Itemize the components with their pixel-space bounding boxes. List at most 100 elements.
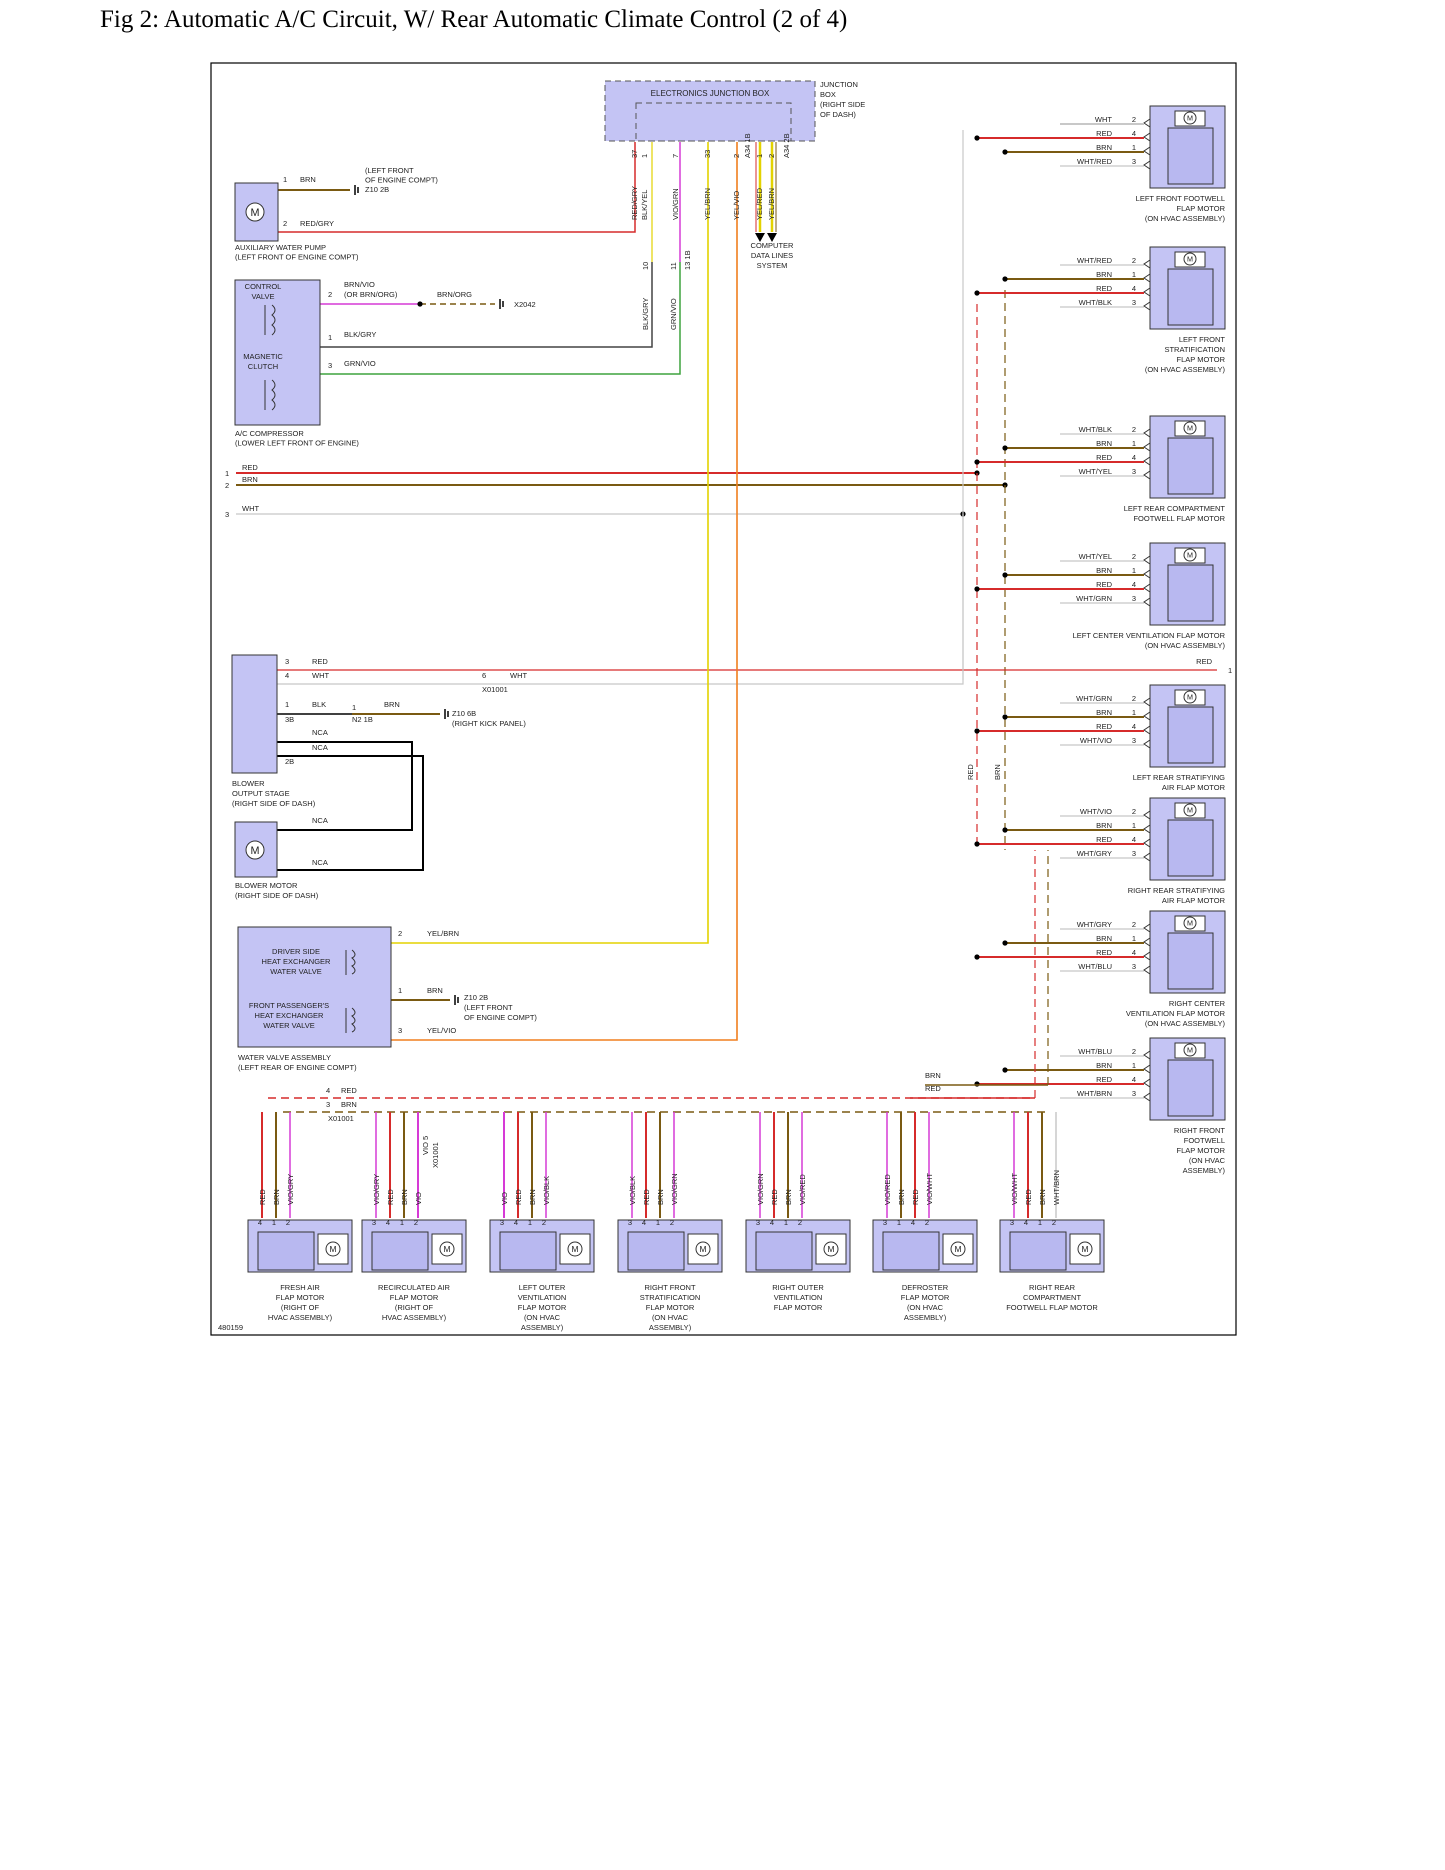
label-text: STRATIFICATION xyxy=(640,1293,701,1302)
right-motor-wire: WHT/GRY xyxy=(1077,920,1112,929)
splice-dot xyxy=(974,841,980,847)
right-motor-wire: BRN xyxy=(1096,708,1112,717)
right-motor-pin: 2 xyxy=(1132,920,1136,929)
bottom-motor-wire: BRN xyxy=(656,1189,665,1205)
right-motor-pin: 3 xyxy=(1132,736,1136,745)
label-text: RIGHT CENTER xyxy=(1169,999,1226,1008)
label-text: WATER VALVE xyxy=(263,1021,314,1030)
motor-symbol: M xyxy=(251,845,260,857)
arrow-icon xyxy=(767,233,777,242)
label-text: (ON HVAC ASSEMBLY) xyxy=(1145,641,1226,650)
pin-chevron xyxy=(1143,470,1151,480)
label-text: (RIGHT SIDE xyxy=(820,100,865,109)
right-motor-pin: 1 xyxy=(1132,708,1136,717)
bottom-motor-wire: VIO xyxy=(414,1192,423,1205)
label-text: HEAT EXCHANGER xyxy=(255,1011,324,1020)
motor-symbol: M xyxy=(1187,1046,1193,1055)
label-text: (ON HVAC xyxy=(524,1313,561,1322)
ejb-pin-label: 2 xyxy=(767,154,776,158)
ejb-pin-label: 2 xyxy=(732,154,741,158)
ejb-pin-label: 1 xyxy=(755,154,764,158)
bottom-motor-pin: 1 xyxy=(272,1218,276,1227)
label-text: GRN/VIO xyxy=(669,298,678,330)
right-motor-wire: RED xyxy=(1096,948,1112,957)
motor-icon xyxy=(1183,548,1197,562)
bottom-motor-pin: 1 xyxy=(1038,1218,1042,1227)
label-text: YEL/VIO xyxy=(427,1026,456,1035)
right-motor-pin: 3 xyxy=(1132,849,1136,858)
label-text: VIO xyxy=(421,1142,430,1155)
right-motor-pin: 1 xyxy=(1132,143,1136,152)
label-text: BRN xyxy=(427,986,443,995)
right-motor-wire: WHT/GRY xyxy=(1077,849,1112,858)
bottom-motor-wire: RED xyxy=(642,1189,651,1205)
label-text: JUNCTION xyxy=(820,80,858,89)
splice-dot xyxy=(1002,445,1008,451)
right-motor-pin: 2 xyxy=(1132,694,1136,703)
flap-motor-body xyxy=(1009,1231,1067,1271)
label-text: 1 xyxy=(285,700,289,709)
wire xyxy=(320,262,653,348)
label-text: BRN/VIO xyxy=(344,280,375,289)
label-text: X01001 xyxy=(328,1114,354,1123)
motor-icon-frame xyxy=(815,1233,847,1265)
label-text: N2 1B xyxy=(352,715,373,724)
bottom-motor-wire: VIO/WHT xyxy=(1010,1173,1019,1205)
motor-icon xyxy=(1183,690,1197,704)
motor-icon xyxy=(1183,111,1197,125)
right-motor-wire: WHT/BLK xyxy=(1079,298,1112,307)
label-text: DEFROSTER xyxy=(902,1283,949,1292)
right-motor-wire: RED xyxy=(1096,835,1112,844)
label-text: (LEFT FRONT xyxy=(365,166,414,175)
flap-motor-body xyxy=(1167,564,1214,622)
right-motor-wire: WHT xyxy=(1095,115,1112,124)
splice-dot xyxy=(1002,149,1008,155)
label-text: WHT xyxy=(312,671,329,680)
label-text: BLK/GRY xyxy=(344,330,376,339)
label-text: RIGHT REAR STRATIFYING xyxy=(1128,886,1225,895)
right-motor-wire: BRN xyxy=(1096,270,1112,279)
pin-chevron xyxy=(1143,711,1151,721)
splice-dot xyxy=(417,301,423,307)
pin-chevron xyxy=(1143,1078,1151,1088)
motor-symbol: M xyxy=(1187,919,1193,928)
right-motor-wire: RED xyxy=(1096,1075,1112,1084)
pin-chevron xyxy=(1143,597,1151,607)
splice-dot xyxy=(974,290,980,296)
label-text: (LEFT FRONT xyxy=(464,1003,513,1012)
label-text: X2042 xyxy=(514,300,536,309)
bottom-motor-pin: 4 xyxy=(911,1218,915,1227)
label-text: (ON HVAC xyxy=(1189,1156,1226,1165)
label-text: COMPARTMENT xyxy=(1023,1293,1081,1302)
splice-dot xyxy=(1002,572,1008,578)
coil-icon xyxy=(345,949,356,975)
label-text: BRN xyxy=(341,1100,357,1109)
label-text: 13 1B xyxy=(683,250,692,270)
label-text: RECIRCULATED AIR xyxy=(378,1283,451,1292)
bottom-motor-pin: 4 xyxy=(642,1218,646,1227)
splice-dot xyxy=(1002,827,1008,833)
bottom-motor-wire: VIO/RED xyxy=(883,1174,892,1205)
right-motor-pin: 4 xyxy=(1132,1075,1136,1084)
label-text: HVAC ASSEMBLY) xyxy=(382,1313,447,1322)
wire xyxy=(391,142,709,944)
label-text: 3 xyxy=(328,361,332,370)
bottom-motor-pin: 3 xyxy=(500,1218,504,1227)
label-text: Z10 2B xyxy=(365,185,389,194)
label-text: FRESH AIR xyxy=(280,1283,320,1292)
right-motor-wire: WHT/BLK xyxy=(1079,425,1112,434)
bottom-motor-wire: VIO/GRY xyxy=(372,1174,381,1205)
right-motor-wire: WHT/RED xyxy=(1077,256,1113,265)
bottom-motor-pin: 1 xyxy=(784,1218,788,1227)
motor-symbol: M xyxy=(1187,255,1193,264)
right-motor-pin: 4 xyxy=(1132,948,1136,957)
bottom-motor-pin: 2 xyxy=(925,1218,929,1227)
label-text: 5 xyxy=(421,1136,430,1140)
bottom-motor-pin: 4 xyxy=(386,1218,390,1227)
label-text: BRN xyxy=(300,175,316,184)
right-motor-pin: 3 xyxy=(1132,962,1136,971)
figure-id: 480159 xyxy=(218,1323,243,1332)
right-motor-pin: 2 xyxy=(1132,807,1136,816)
pin-chevron xyxy=(1143,555,1151,565)
pin-chevron xyxy=(1143,287,1151,297)
